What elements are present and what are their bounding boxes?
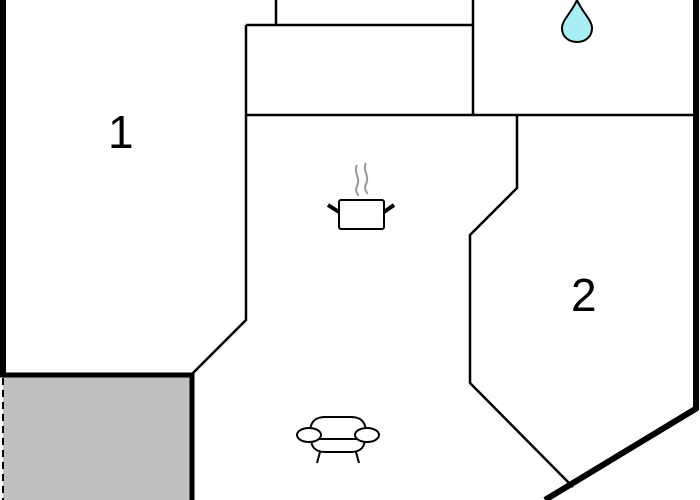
room-2-label: 2 xyxy=(571,269,597,321)
water-drop-icon xyxy=(560,0,594,44)
sofa-icon xyxy=(296,416,380,464)
terrace-area xyxy=(3,375,192,500)
outer-wall-bottom-diagonal xyxy=(543,405,699,500)
inner-walls xyxy=(191,0,696,488)
room-1-label: 1 xyxy=(108,106,134,158)
cooking-pot-icon xyxy=(326,162,396,230)
